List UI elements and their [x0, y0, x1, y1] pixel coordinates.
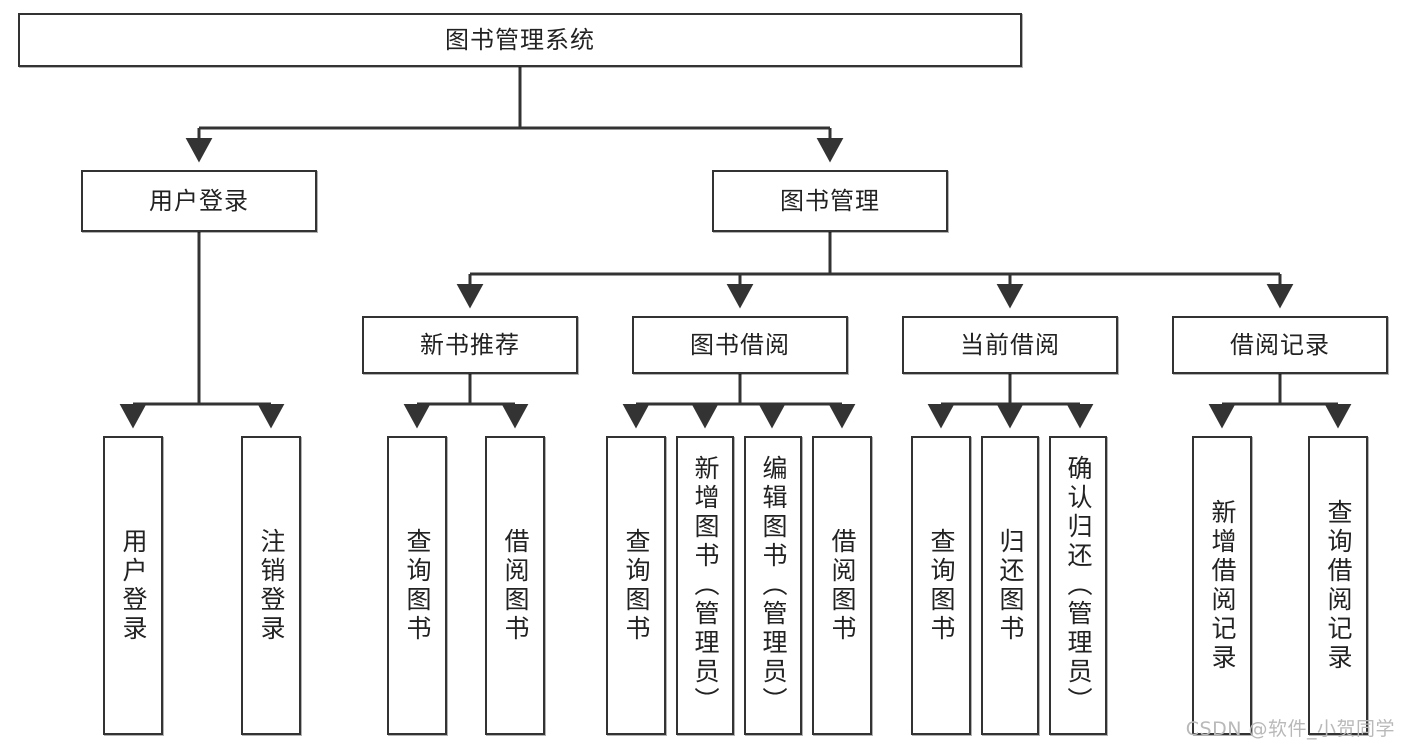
leaf-query-borrow-record[interactable]: 查询借阅记录 [1308, 436, 1368, 735]
leaf-confirm-return-admin[interactable]: 确认归还（管理员） [1049, 436, 1107, 735]
leaf-edit-book-admin[interactable]: 编辑图书（管理员） [744, 436, 802, 735]
node-user-login[interactable]: 用户登录 [81, 170, 317, 232]
node-label: 确认归还（管理员） [1064, 455, 1093, 716]
node-label: 借阅记录 [1230, 330, 1330, 359]
leaf-add-book-admin[interactable]: 新增图书（管理员） [676, 436, 734, 735]
node-label: 新增借阅记录 [1208, 498, 1237, 673]
node-borrow-records[interactable]: 借阅记录 [1172, 316, 1388, 374]
leaf-return-books[interactable]: 归还图书 [981, 436, 1039, 735]
node-label: 查询借阅记录 [1324, 498, 1353, 673]
node-label: 新增图书（管理员） [691, 455, 720, 716]
node-book-borrow[interactable]: 图书借阅 [632, 316, 848, 374]
node-book-management[interactable]: 图书管理 [712, 170, 948, 232]
node-label: 图书管理系统 [445, 25, 595, 54]
node-label: 图书管理 [780, 186, 880, 215]
leaf-query-books-recommend[interactable]: 查询图书 [387, 436, 447, 735]
leaf-add-borrow-record[interactable]: 新增借阅记录 [1192, 436, 1252, 735]
leaf-user-login[interactable]: 用户登录 [103, 436, 163, 735]
node-label: 用户登录 [149, 186, 249, 215]
node-label: 查询图书 [622, 527, 651, 644]
leaf-borrow-books[interactable]: 借阅图书 [812, 436, 872, 735]
leaf-borrow-books-recommend[interactable]: 借阅图书 [485, 436, 545, 735]
node-label: 编辑图书（管理员） [759, 455, 788, 716]
node-label: 图书借阅 [690, 330, 790, 359]
node-label: 查询图书 [403, 527, 432, 644]
leaf-query-books-current[interactable]: 查询图书 [911, 436, 971, 735]
node-label: 借阅图书 [828, 527, 857, 644]
node-new-book-recommendation[interactable]: 新书推荐 [362, 316, 578, 374]
node-label: 查询图书 [927, 527, 956, 644]
node-root-system[interactable]: 图书管理系统 [18, 13, 1022, 67]
node-current-borrow[interactable]: 当前借阅 [902, 316, 1118, 374]
node-label: 借阅图书 [501, 527, 530, 644]
leaf-query-books-borrow[interactable]: 查询图书 [606, 436, 666, 735]
node-label: 注销登录 [257, 527, 286, 644]
leaf-logout[interactable]: 注销登录 [241, 436, 301, 735]
csdn-watermark: CSDN @软件_小贺同学 [1185, 718, 1395, 740]
node-label: 用户登录 [119, 527, 148, 644]
node-label: 新书推荐 [420, 330, 520, 359]
node-label: 当前借阅 [960, 330, 1060, 359]
node-label: 归还图书 [996, 527, 1025, 644]
